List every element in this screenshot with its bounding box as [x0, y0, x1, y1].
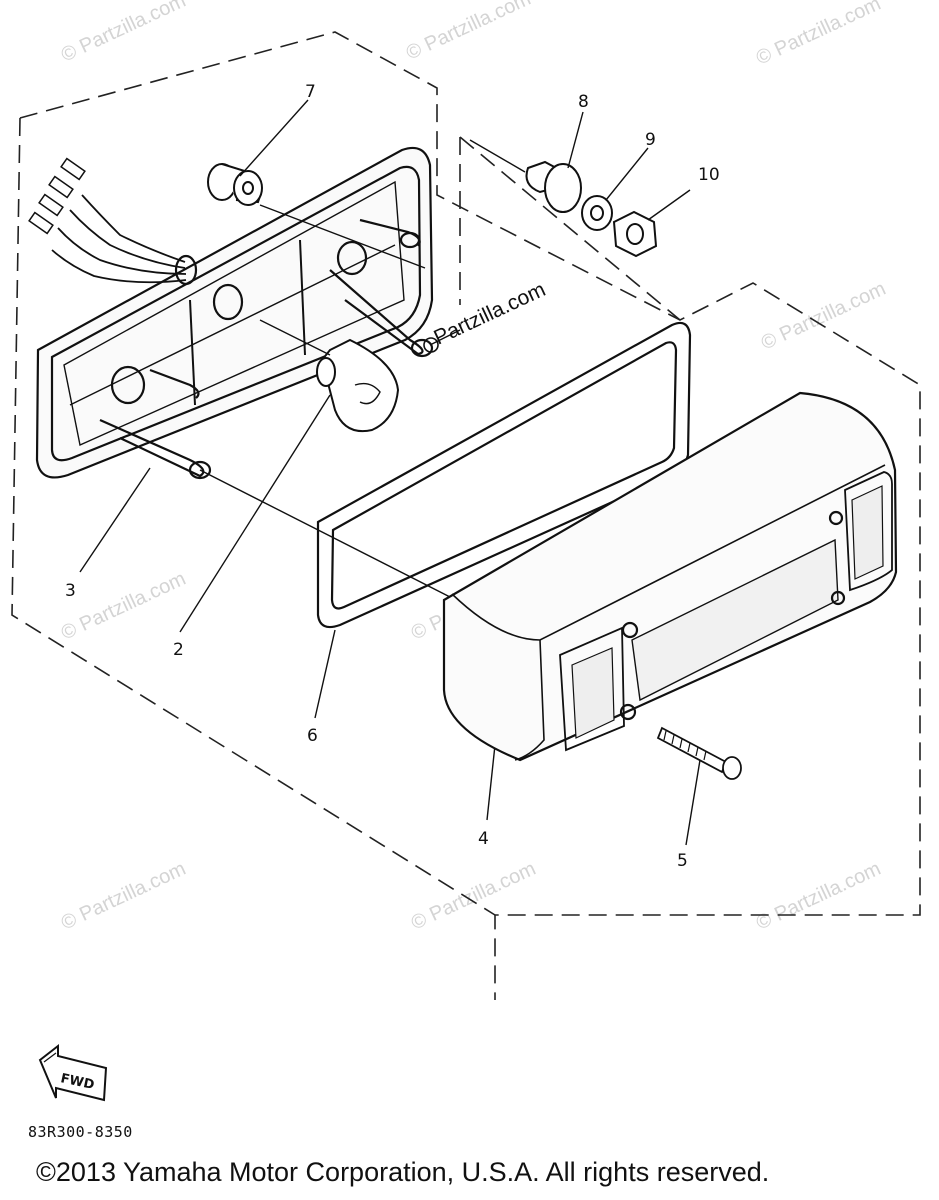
watermark: © Partzilla.com [753, 0, 884, 70]
part-code: 83R300-8350 [28, 1123, 133, 1141]
assembly-boundary [11, 31, 921, 1000]
bulb [316, 338, 400, 432]
watermark-ring-icon [423, 337, 439, 353]
callout-4: 4 [478, 829, 489, 849]
screw [656, 726, 742, 780]
callout-10: 10 [698, 165, 720, 185]
fwd-label: FWD [59, 1071, 96, 1093]
watermark: © Partzilla.com [58, 858, 189, 935]
tail-lens [442, 391, 898, 762]
callout-9: 9 [645, 130, 656, 150]
callout-3: 3 [65, 581, 76, 601]
watermark: © Partzilla.com [758, 278, 889, 355]
watermark: © Partzilla.com [403, 0, 534, 65]
copyright-notice: ©2013 Yamaha Motor Corporation, U.S.A. A… [36, 1157, 770, 1187]
callout-7: 7 [305, 82, 316, 102]
watermark-main: Partzilla.com [430, 278, 549, 350]
watermark: © Partzilla.com [753, 858, 884, 935]
callout-5: 5 [677, 851, 688, 871]
callout-labels: 2 3 4 5 6 7 8 9 10 [65, 82, 720, 871]
lamp-housing [28, 146, 434, 480]
fwd-arrow-icon: FWD [38, 1043, 108, 1102]
rubber-grommet [207, 163, 263, 206]
watermark: © Partzilla.com [408, 858, 539, 935]
mounting-hardware [525, 160, 658, 258]
watermark: © Partzilla.com [58, 0, 189, 67]
callout-8: 8 [578, 92, 589, 112]
watermark: © Partzilla.com [58, 568, 189, 645]
callout-6: 6 [307, 726, 318, 746]
callout-2: 2 [173, 640, 184, 660]
